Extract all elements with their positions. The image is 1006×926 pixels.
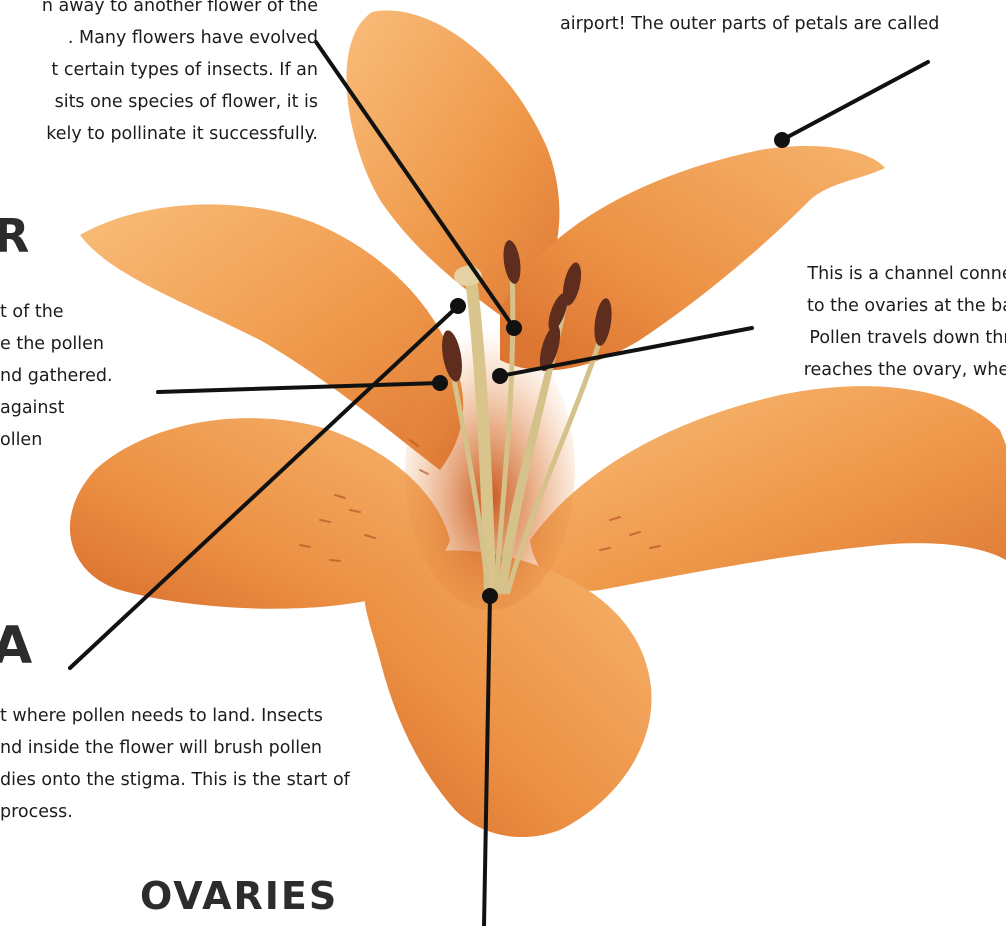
- leader-dot: [432, 375, 448, 391]
- text-line: sits one species of flower, it is: [0, 86, 318, 118]
- text-line: ollen: [0, 424, 113, 456]
- leader-dot: [482, 588, 498, 604]
- leader-dot: [450, 298, 466, 314]
- pollination-text-fragment: n away to another flower of the . Many f…: [0, 0, 318, 150]
- leader-line-top-right: [782, 62, 928, 140]
- stigma-heading-fragment: A: [0, 616, 33, 676]
- text-line: n away to another flower of the: [0, 0, 318, 22]
- text-line: nd gathered.: [0, 360, 113, 392]
- petals-text-fragment: airport! The outer parts of petals are c…: [560, 8, 939, 40]
- text-line: dies onto the stigma. This is the start …: [0, 764, 350, 796]
- text-line: t where pollen needs to land. Insects: [0, 700, 350, 732]
- stigma-text-fragment: t where pollen needs to land. Insects nd…: [0, 700, 350, 828]
- text-line: This is a channel conne: [720, 258, 1006, 290]
- leader-dot: [506, 320, 522, 336]
- text-line: process.: [0, 796, 350, 828]
- text-line: t of the: [0, 296, 113, 328]
- text-line: airport! The outer parts of petals are c…: [560, 8, 939, 40]
- text-line: nd inside the flower will brush pollen: [0, 732, 350, 764]
- text-line: t certain types of insects. If an: [0, 54, 318, 86]
- leader-dot: [492, 368, 508, 384]
- petal-right: [530, 386, 1006, 591]
- anther-text-fragment: t of the e the pollen nd gathered. again…: [0, 296, 113, 456]
- text-line: Pollen travels down thr: [720, 322, 1006, 354]
- text-line: reaches the ovary, wher: [720, 354, 1006, 386]
- text-line: . Many flowers have evolved: [0, 22, 318, 54]
- text-line: against: [0, 392, 113, 424]
- leader-dot: [774, 132, 790, 148]
- text-line: e the pollen: [0, 328, 113, 360]
- text-line: kely to pollinate it successfully.: [0, 118, 318, 150]
- style-text-fragment: This is a channel conne to the ovaries a…: [720, 258, 1006, 386]
- anther-heading-fragment: R: [0, 208, 30, 264]
- text-line: to the ovaries at the ba: [720, 290, 1006, 322]
- ovaries-heading: OVARIES: [140, 874, 338, 918]
